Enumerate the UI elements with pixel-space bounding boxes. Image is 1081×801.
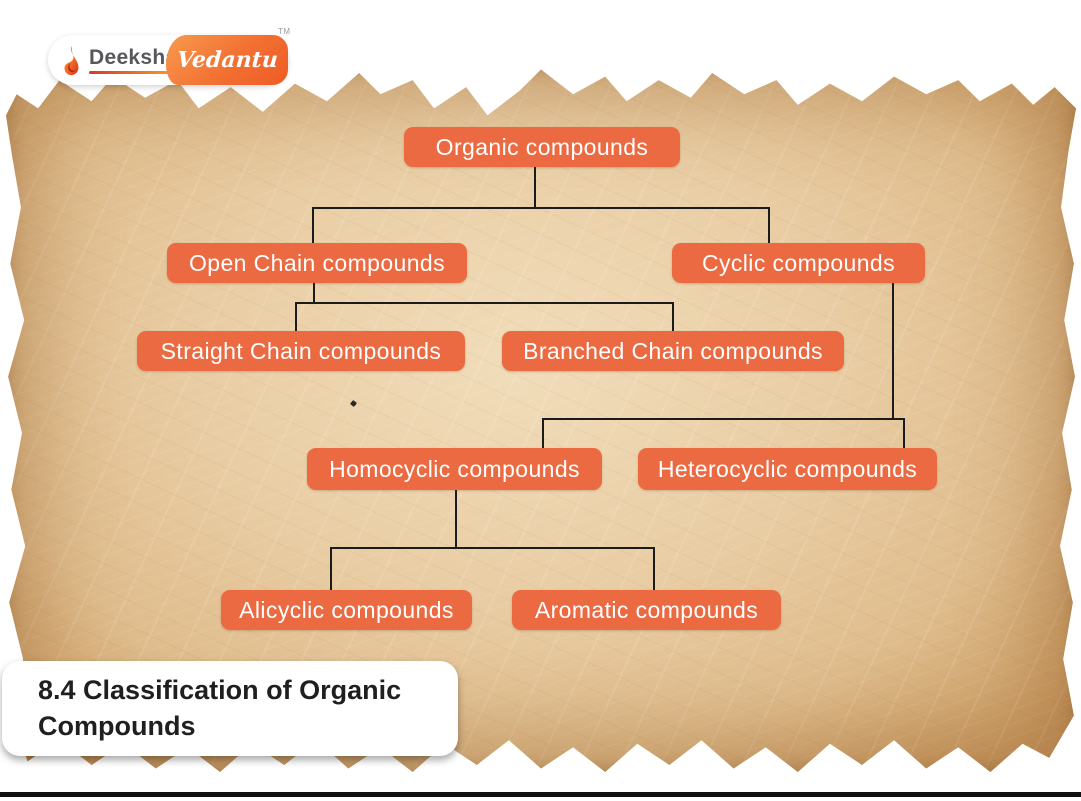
- connector-line: [330, 547, 332, 592]
- node-aromatic-compounds: Aromatic compounds: [512, 590, 781, 630]
- connector-line: [455, 490, 457, 549]
- node-homocyclic-compounds: Homocyclic compounds: [307, 448, 602, 490]
- connector-line: [653, 547, 655, 592]
- deeksha-wordmark: Deeksha: [89, 47, 178, 74]
- connector-line: [672, 302, 674, 333]
- connector-line: [295, 302, 674, 304]
- connector-line: [313, 283, 315, 304]
- deeksha-label: Deeksha: [89, 45, 178, 69]
- node-organic-compounds: Organic compounds: [404, 127, 680, 167]
- flame-icon: [64, 45, 79, 75]
- node-branched-chain-compounds: Branched Chain compounds: [502, 331, 844, 371]
- trademark-symbol: TM: [278, 27, 291, 36]
- brand-logo: Deeksha Vedantu: [48, 35, 288, 85]
- connector-line: [330, 547, 655, 549]
- node-open-chain-compounds: Open Chain compounds: [167, 243, 467, 283]
- caption-card: 8.4 Classification of Organic Compounds: [2, 661, 458, 756]
- caption-title: 8.4 Classification of Organic Compounds: [38, 675, 402, 741]
- connector-line: [542, 418, 544, 450]
- connector-line: [892, 283, 894, 420]
- deeksha-underline: [89, 70, 178, 74]
- connector-line: [768, 207, 770, 245]
- node-heterocyclic-compounds: Heterocyclic compounds: [638, 448, 937, 490]
- footer-bar: [0, 792, 1081, 797]
- connector-line: [312, 207, 314, 245]
- connector-line: [542, 418, 905, 420]
- vedantu-panel: Vedantu: [166, 35, 288, 85]
- node-alicyclic-compounds: Alicyclic compounds: [221, 590, 472, 630]
- connector-line: [295, 302, 297, 333]
- node-straight-chain-compounds: Straight Chain compounds: [137, 331, 465, 371]
- vedantu-label: Vedantu: [175, 47, 279, 73]
- node-cyclic-compounds: Cyclic compounds: [672, 243, 925, 283]
- parchment-background: [6, 69, 1076, 772]
- connector-line: [903, 418, 905, 450]
- connector-line: [312, 207, 770, 209]
- connector-line: [534, 167, 536, 209]
